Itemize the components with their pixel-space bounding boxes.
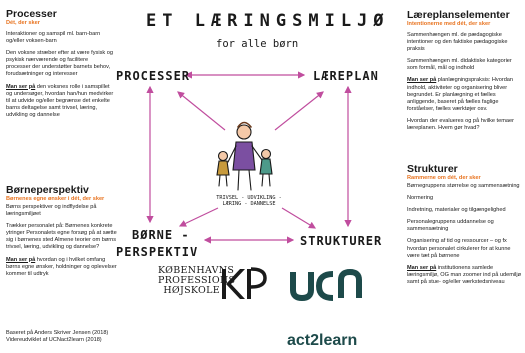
- node-borneperspektiv-line2: PERSPEKTIV: [116, 245, 199, 259]
- borneperspektiv-text-3-body: hvordan og i hvilket omfang børns egne ø…: [6, 256, 117, 277]
- borneperspektiv-text-2: Trækker personalet på: Børnenes konkrete…: [6, 223, 117, 251]
- main-title: ET LÆRINGSMILJØ: [146, 11, 390, 31]
- strukturer-panel: Strukturer Rammerne om dét, der sker Bør…: [407, 163, 523, 291]
- node-borneperspektiv-line1: BØRNE -: [132, 228, 190, 242]
- strukturer-text-2: Normering: [407, 195, 434, 202]
- borneperspektiv-text-1: Børns perspektiver og indflydelse på lær…: [6, 204, 97, 218]
- main-subtitle: for alle børn: [216, 38, 299, 50]
- laereplan-text-3: Man ser på planlægningspraksis: Hvordan …: [407, 77, 521, 112]
- ucn-logo: [290, 268, 362, 302]
- laereplan-man-ser-paa: Man ser på: [407, 77, 437, 84]
- strukturer-text-6: Man ser på institutionens samlede læring…: [407, 265, 523, 286]
- processer-man-ser-paa: Man ser på: [6, 83, 36, 90]
- laereplan-panel: Læreplanselementer Intentionerne med dét…: [407, 9, 521, 137]
- credit-line-2: Videreudviklet af UCNact2learn (2018): [6, 337, 102, 344]
- processer-text-1: Interaktioner og samspil ml. barn-barn o…: [6, 31, 101, 45]
- borneperspektiv-panel: Børneperspektiv Børnenes egne ønsker i d…: [6, 184, 118, 283]
- kp-logo-mark: [222, 267, 267, 299]
- laereplan-heading: Læreplanselementer: [407, 9, 510, 21]
- processer-text-3-body: den voksnes rolle i samspillet og unders…: [6, 83, 114, 118]
- strukturer-heading: Strukturer: [407, 163, 458, 175]
- strukturer-subheading: Rammerne om dét, der sker: [407, 175, 481, 181]
- family-figures-illustration: [216, 121, 273, 191]
- processer-subheading: Dét, der sker: [6, 20, 40, 26]
- arrow-center-strukturer: [281, 207, 317, 229]
- laereplan-text-4: Hvordan der evalueres og på hvilke temae…: [407, 117, 514, 132]
- laereplan-text-1: Sammenhængen ml. de pædagogiske intentio…: [407, 32, 508, 53]
- node-laereplan: LÆREPLAN: [313, 69, 379, 83]
- borneperspektiv-text-3: Man ser på hvordan og i hvilket omfang b…: [6, 257, 118, 278]
- laereplan-subheading: Intentionerne med dét, der sker: [407, 21, 491, 27]
- act2learn-logo: act2learn: [287, 332, 358, 349]
- node-strukturer: STRUKTURER: [300, 234, 383, 248]
- borneperspektiv-subheading: Børnenes egne ønsker i dét, der sker: [6, 196, 105, 202]
- processer-heading: Processer: [6, 8, 57, 20]
- kp-logo-text: KØBENHAVNS PROFESSIONS HØJSKOLE: [158, 265, 236, 296]
- strukturer-man-ser-paa: Man ser på: [407, 264, 437, 271]
- processer-text-3: Man ser på den voksnes rolle i samspille…: [6, 84, 114, 119]
- node-processer: PROCESSER: [116, 69, 191, 83]
- center-caption: TRIVSEL - UDVIKLING - LÆRING - DANNELSE: [216, 195, 282, 208]
- strukturer-text-1: Børnegruppens størrelse og sammensætning: [407, 183, 520, 189]
- credit-line-1: Baseret på Anders Skriver Jensen (2018): [6, 330, 109, 336]
- arrow-center-borne: [178, 207, 219, 227]
- laereplan-text-3-body: planlægningspraksis: Hvordan indhold, ak…: [407, 77, 514, 112]
- processer-text-2: Den voksne stræber efter at være fysisk …: [6, 50, 113, 78]
- borneperspektiv-man-ser-paa: Man ser på: [6, 256, 36, 263]
- processer-panel: Processer Dét, der sker Interaktioner og…: [6, 8, 114, 124]
- strukturer-text-4: Personalegruppens uddannelse og sammensæ…: [407, 219, 494, 233]
- strukturer-text-3: Indretning, materialer og tilgængelighed: [407, 207, 506, 214]
- arrow-center-processer: [177, 91, 226, 131]
- strukturer-text-6-body: institutionens samlede læringsmiljø, OG …: [407, 264, 522, 285]
- arrow-center-laereplan: [274, 91, 324, 131]
- credits: Baseret på Anders Skriver Jensen (2018) …: [6, 330, 108, 344]
- strukturer-text-5: Organisering af tid og ressourcer – og f…: [407, 238, 511, 259]
- laereplan-text-2: Sammenhængen ml. didaktiske kategorier s…: [407, 58, 512, 72]
- borneperspektiv-heading: Børneperspektiv: [6, 184, 89, 196]
